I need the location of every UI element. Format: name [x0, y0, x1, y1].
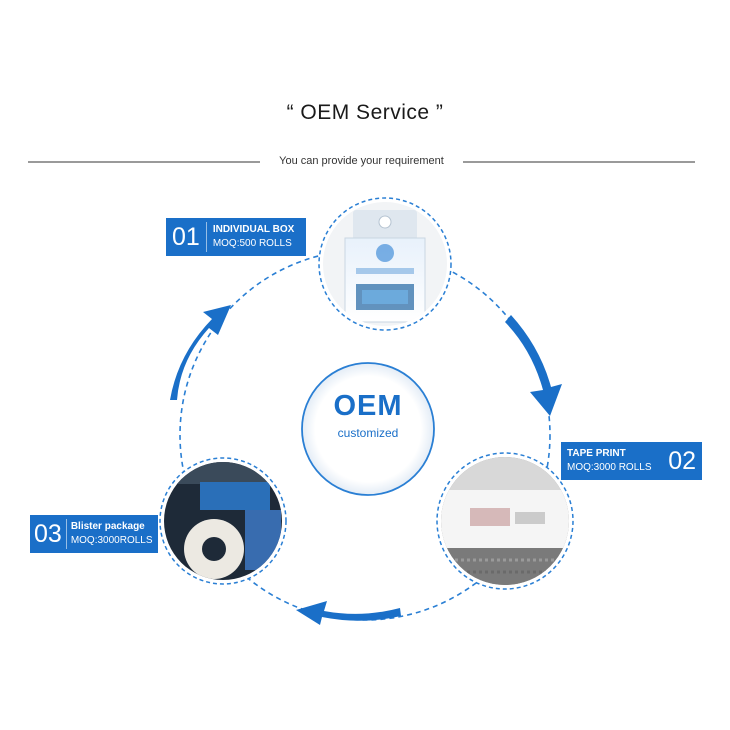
center-oem-badge — [301, 362, 435, 496]
step-01-moq: MOQ:500 ROLLS — [212, 238, 292, 249]
step-03-moq: MOQ:3000ROLLS — [70, 535, 153, 546]
step-02-moq: MOQ:3000 ROLLS — [567, 462, 652, 473]
individual-box-photo — [318, 197, 452, 331]
step-01-number: 01 — [172, 222, 200, 251]
step-03-label: 03 Blister package MOQ:3000ROLLS — [30, 515, 158, 553]
step-03-separator — [65, 519, 67, 549]
page-title: “ OEM Service ” — [286, 101, 444, 124]
step-02-number: 02 — [668, 446, 696, 475]
step-03-title: Blister package — [70, 521, 145, 532]
center-title: OEM — [333, 390, 403, 422]
blister-package-photo — [159, 457, 287, 585]
step-02-text: TAPE PRINT MOQ:3000 ROLLS — [567, 447, 651, 475]
center-subtitle: customized — [337, 426, 399, 440]
center-label: OEM customized — [309, 390, 427, 440]
arrow-right-icon — [505, 315, 562, 416]
step-03-text: Blister package MOQ:3000ROLLS — [71, 520, 153, 548]
subtitle-row: You can provide your requirement — [28, 152, 695, 172]
arrow-bottom-icon — [296, 601, 401, 625]
subtitle: You can provide your requirement — [279, 155, 444, 167]
divider-left — [28, 161, 260, 163]
arrow-left-icon — [170, 305, 231, 400]
step-01-title: INDIVIDUAL BOX — [212, 224, 295, 235]
step-03-number: 03 — [34, 519, 62, 548]
step-01-text: INDIVIDUAL BOX MOQ:500 ROLLS — [213, 223, 295, 251]
step-02-label: TAPE PRINT MOQ:3000 ROLLS 02 — [561, 442, 702, 480]
step-01-separator — [205, 222, 207, 252]
divider-right — [463, 161, 695, 163]
step-02-title: TAPE PRINT — [567, 448, 626, 459]
tape-print-photo — [436, 452, 574, 590]
step-01-label: 01 INDIVIDUAL BOX MOQ:500 ROLLS — [166, 218, 306, 256]
